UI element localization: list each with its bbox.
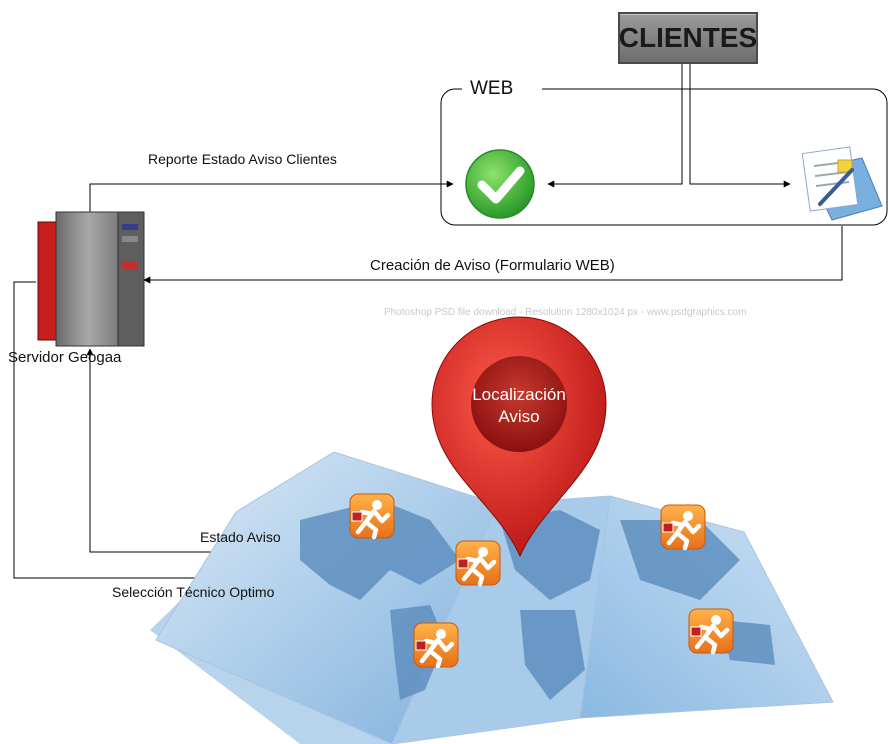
status-notice-label: Estado Aviso xyxy=(200,529,281,545)
location-pin-icon xyxy=(431,316,607,558)
clientes-box: CLIENTES xyxy=(618,12,758,64)
arrow-clients-to-check xyxy=(547,64,683,188)
pin-label-line2: Aviso xyxy=(498,407,540,426)
server-icon xyxy=(37,211,145,347)
technician-icon xyxy=(414,623,458,667)
arrow-clients-to-form xyxy=(689,64,791,188)
world-map-icon xyxy=(150,451,834,744)
server-label: Servidor Geogaa xyxy=(8,349,122,366)
create-notice-label: Creación de Aviso (Formulario WEB) xyxy=(370,257,615,274)
arrow-create-notice xyxy=(143,226,843,284)
select-technician-label: Selección Técnico Optimo xyxy=(112,584,275,600)
report-status-label: Reporte Estado Aviso Clientes xyxy=(148,151,337,167)
technician-icon xyxy=(350,494,394,538)
check-icon xyxy=(465,149,535,219)
watermark-text: Photoshop PSD file download - Resolution… xyxy=(384,307,747,318)
pin-label: Localización Aviso xyxy=(452,384,586,428)
pin-label-line1: Localización xyxy=(472,385,566,404)
arrow-report-status xyxy=(89,180,454,212)
technician-icon xyxy=(661,505,705,549)
web-group-label: WEB xyxy=(470,78,514,99)
technician-icon xyxy=(456,541,500,585)
technician-icon xyxy=(689,609,733,653)
clientes-label: CLIENTES xyxy=(618,22,758,53)
web-group-box xyxy=(440,88,888,226)
form-document-icon xyxy=(801,146,883,221)
